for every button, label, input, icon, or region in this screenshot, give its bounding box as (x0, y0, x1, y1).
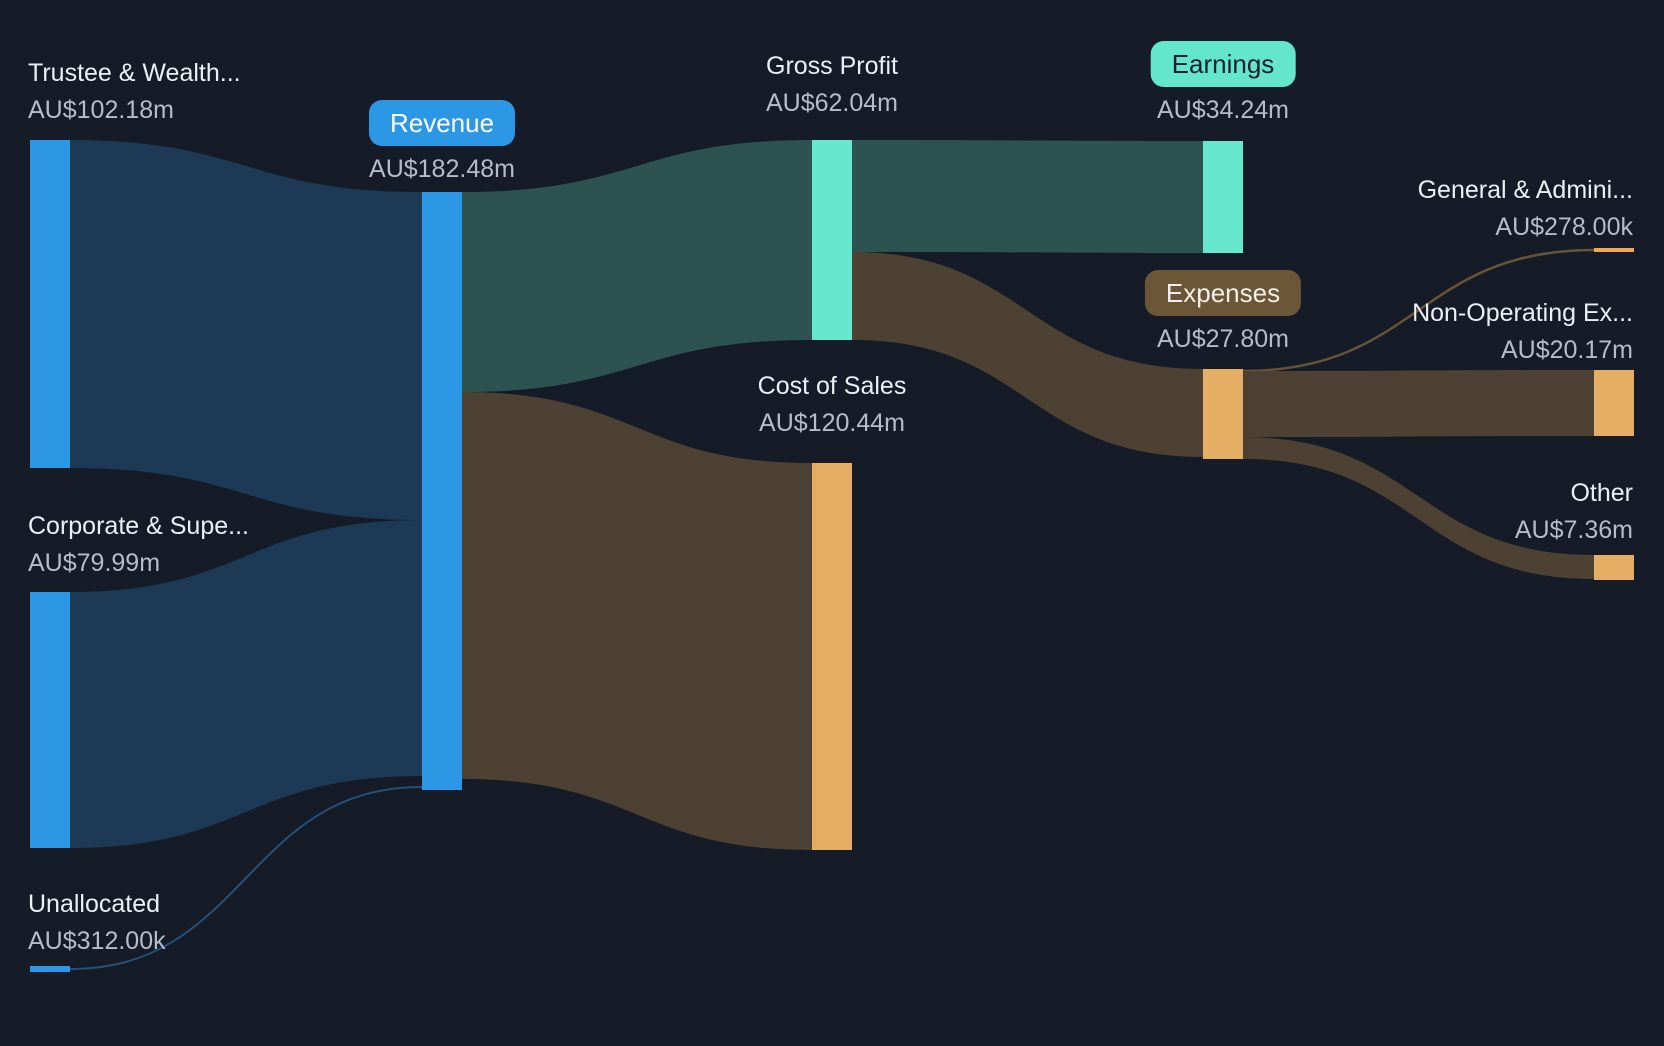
node-trustee[interactable] (30, 140, 70, 468)
label-unallocated: Unallocated AU$312.00k (28, 886, 166, 960)
non-operating-name: Non-Operating Ex... (1412, 299, 1633, 327)
gross-profit-name: Gross Profit (766, 52, 898, 80)
expenses-badge[interactable]: Expenses (1144, 270, 1302, 316)
node-general-admin[interactable] (1594, 248, 1634, 252)
label-non-operating: Non-Operating Ex... AU$20.17m (1412, 295, 1633, 369)
unallocated-name: Unallocated (28, 890, 161, 918)
unallocated-value: AU$312.00k (28, 927, 166, 955)
flow-revenue-to-cost-of-sales (462, 392, 812, 850)
label-other: Other AU$7.36m (1515, 475, 1633, 549)
label-expenses: Expenses AU$27.80m (1144, 270, 1302, 353)
revenue-badge[interactable]: Revenue (368, 100, 516, 146)
expenses-value: AU$27.80m (1156, 325, 1290, 353)
flow-corporate-to-revenue (70, 520, 422, 848)
flow-unallocated-to-revenue (69, 786, 423, 970)
label-cost-of-sales: Cost of Sales AU$120.44m (758, 368, 907, 442)
general-admin-name: General & Admini... (1417, 176, 1633, 204)
label-revenue: Revenue AU$182.48m (368, 100, 516, 183)
flow-revenue-to-gross-profit (462, 140, 812, 392)
node-corporate[interactable] (30, 592, 70, 848)
corporate-value: AU$79.99m (28, 549, 161, 577)
flow-trustee-to-revenue (70, 140, 422, 520)
revenue-value: AU$182.48m (369, 155, 515, 183)
label-trustee: Trustee & Wealth... AU$102.18m (28, 55, 241, 129)
node-earnings[interactable] (1203, 141, 1243, 253)
cost-of-sales-name: Cost of Sales (757, 372, 907, 400)
gross-profit-value: AU$62.04m (765, 89, 899, 117)
node-expenses[interactable] (1203, 369, 1243, 459)
earnings-badge[interactable]: Earnings (1150, 41, 1296, 87)
flow-gross-profit-to-expenses (852, 252, 1203, 457)
label-corporate: Corporate & Supe... AU$79.99m (28, 508, 249, 582)
other-value: AU$7.36m (1514, 516, 1633, 544)
label-earnings: Earnings AU$34.24m (1150, 41, 1296, 124)
earnings-value: AU$34.24m (1156, 96, 1290, 124)
corporate-name: Corporate & Supe... (28, 512, 249, 540)
flow-expenses-to-general-admin (1242, 248, 1595, 373)
node-other[interactable] (1594, 555, 1634, 580)
node-cost-of-sales[interactable] (812, 463, 852, 850)
trustee-name: Trustee & Wealth... (28, 59, 241, 87)
node-revenue[interactable] (422, 192, 462, 790)
label-gross-profit: Gross Profit AU$62.04m (766, 48, 898, 122)
cost-of-sales-value: AU$120.44m (759, 409, 905, 437)
label-general-admin: General & Admini... AU$278.00k (1418, 172, 1633, 246)
trustee-value: AU$102.18m (28, 96, 174, 124)
node-unallocated[interactable] (30, 966, 70, 972)
node-gross-profit[interactable] (812, 140, 852, 340)
flow-expenses-to-non-operating (1243, 370, 1594, 437)
general-admin-value: AU$278.00k (1495, 213, 1633, 241)
flow-gross-profit-to-earnings (852, 140, 1203, 253)
other-name: Other (1570, 479, 1633, 507)
flow-expenses-to-other (1243, 437, 1594, 579)
node-non-operating[interactable] (1594, 370, 1634, 436)
non-operating-value: AU$20.17m (1500, 336, 1633, 364)
